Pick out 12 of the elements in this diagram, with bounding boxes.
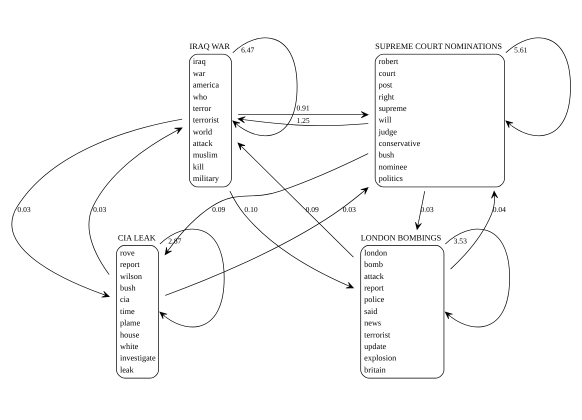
edge-label: 0.09 <box>212 205 226 214</box>
edge-label: 1.25 <box>296 116 310 125</box>
edge-label: 3.53 <box>454 236 467 246</box>
edge-label: 0.03 <box>17 205 31 214</box>
edge-label: 0.03 <box>342 205 356 214</box>
edge-label: 0.10 <box>244 205 258 214</box>
edge-label: 5.61 <box>514 45 528 54</box>
edge-label: 0.09 <box>306 205 319 214</box>
edge-label: 6.47 <box>241 45 254 54</box>
edge-label: 0.91 <box>296 103 310 112</box>
edge-label: 0.03 <box>93 205 106 214</box>
edge-label: 0.04 <box>492 205 506 214</box>
